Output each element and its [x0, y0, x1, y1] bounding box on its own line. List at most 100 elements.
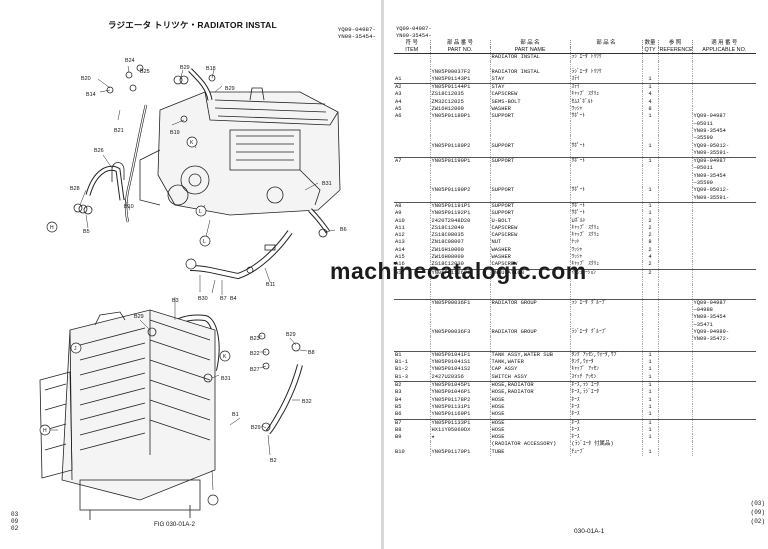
cell-reference	[658, 381, 693, 390]
cell-item	[394, 336, 431, 344]
cell-reference	[658, 336, 693, 344]
cell-part-name: STAY	[490, 75, 571, 84]
cell-jp-name	[570, 180, 643, 188]
cell-jp-name	[570, 149, 643, 158]
cell-applicable	[692, 91, 756, 98]
cell-applicable	[692, 210, 756, 217]
cell-jp-name	[570, 135, 643, 143]
cell-reference	[658, 217, 693, 225]
cell-jp-name: ｻﾎﾟｰﾄ	[570, 210, 643, 218]
table-row: —35471	[394, 321, 756, 329]
callout-b20: B20	[81, 76, 91, 82]
callout-b30: B30	[198, 296, 208, 302]
cell-qty	[642, 172, 659, 181]
cell-part-name	[490, 343, 571, 352]
header-app: APPLICABLE NO.	[692, 46, 756, 54]
header-ref: REFERENCE	[658, 46, 693, 54]
cell-part-name: CAPSCREW	[490, 224, 571, 233]
cell-part-name	[490, 165, 571, 173]
cell-applicable	[692, 268, 756, 277]
cell-applicable	[692, 201, 756, 211]
cell-part-name: SEMS-BOLT	[490, 98, 571, 107]
cell-qty	[642, 314, 659, 322]
cell-part-no: YN05P00037F2	[430, 68, 491, 76]
cell-applicable: YN09-35591-	[693, 149, 730, 156]
header-qty-jp: 数量	[642, 40, 659, 47]
callout-b29-upper-left: B29	[180, 65, 190, 71]
header-jpname-jp: 部 品 名	[570, 40, 643, 47]
edge-mark-2: (09)	[750, 509, 765, 516]
cell-applicable	[692, 359, 756, 366]
cell-jp-name: ｽﾃｲ	[570, 75, 643, 84]
cell-part-no: YN05P01046P1	[430, 389, 491, 397]
cell-reference	[658, 261, 693, 270]
cell-qty	[642, 291, 659, 300]
cell-reference	[658, 239, 693, 247]
cell-jp-name: ｷｬｯﾌﾟ ｽｸﾘｭ	[570, 261, 643, 270]
callout-b27: B27	[250, 367, 260, 373]
cell-applicable	[692, 254, 756, 261]
cell-qty: 2	[642, 261, 659, 270]
table-row	[394, 61, 756, 69]
cell-qty: 1	[642, 359, 659, 367]
cell-applicable	[692, 344, 756, 352]
cell-part-name: WASHER	[490, 246, 571, 255]
cell-part-name: RADIATOR INSTAL	[490, 68, 571, 76]
edge-mark-1: (03)	[750, 500, 765, 507]
header-item-jp: 符 号	[394, 40, 431, 47]
cell-part-name: SUPPORT	[490, 113, 571, 121]
callout-b31-upper: B31	[322, 181, 332, 187]
cell-reference	[658, 120, 693, 128]
cell-part-no	[430, 53, 491, 62]
cell-item: A12	[394, 232, 431, 240]
cell-jp-name: ｻﾎﾟｰﾄ	[570, 201, 643, 211]
cell-jp-name	[570, 343, 643, 352]
header-partname: PART NAME	[490, 46, 571, 54]
cell-part-no	[430, 61, 491, 69]
cell-reference	[658, 157, 693, 166]
cell-jp-name	[570, 120, 643, 128]
cell-item: A11	[394, 224, 431, 233]
cell-item: B2	[394, 381, 431, 390]
cell-applicable	[692, 404, 756, 411]
cell-applicable	[692, 261, 756, 269]
cell-qty: 2	[642, 224, 659, 233]
cell-part-name	[490, 336, 571, 344]
cell-part-name: HOSE	[490, 403, 571, 412]
cell-jp-name: (ﾗｼﾞｴｰﾀ 付属品)	[570, 441, 643, 449]
cell-reference	[658, 142, 693, 150]
cell-item: A4	[394, 98, 431, 107]
cell-reference	[658, 426, 693, 435]
cell-item: B3	[394, 389, 431, 397]
cell-applicable: YQ09-04989-	[693, 328, 730, 335]
cell-reference	[658, 403, 693, 412]
cell-part-no: YN05P01144P1	[430, 83, 491, 92]
cell-part-no	[430, 165, 491, 173]
cell-jp-name: ﾎｰｽ,ﾗｼﾞｴｰﾀ	[570, 381, 643, 390]
cell-applicable: YQ09-04987	[693, 113, 726, 120]
cell-jp-name	[570, 127, 643, 136]
cell-qty	[642, 307, 659, 315]
cell-part-name: SUPPORT	[490, 142, 571, 150]
cell-reference	[658, 91, 693, 99]
cell-reference	[658, 210, 693, 218]
callout-k-upper: K	[190, 140, 194, 146]
cell-item: A17	[394, 268, 431, 277]
cell-item	[394, 187, 431, 195]
cell-jp-name: ﾜｯｼｬ	[570, 106, 643, 114]
cell-qty	[642, 284, 659, 292]
cell-applicable: —05011	[693, 120, 713, 127]
table-row: YN09-35454	[394, 314, 756, 322]
callout-h-lower: H	[43, 428, 47, 434]
parts-table: 符 号 部 品 番 号 部 品 名 部 品 名 数量 参 照 適 用 番 号 I…	[394, 40, 756, 457]
cell-applicable	[692, 350, 756, 360]
header-ref-jp: 参 照	[658, 40, 693, 47]
